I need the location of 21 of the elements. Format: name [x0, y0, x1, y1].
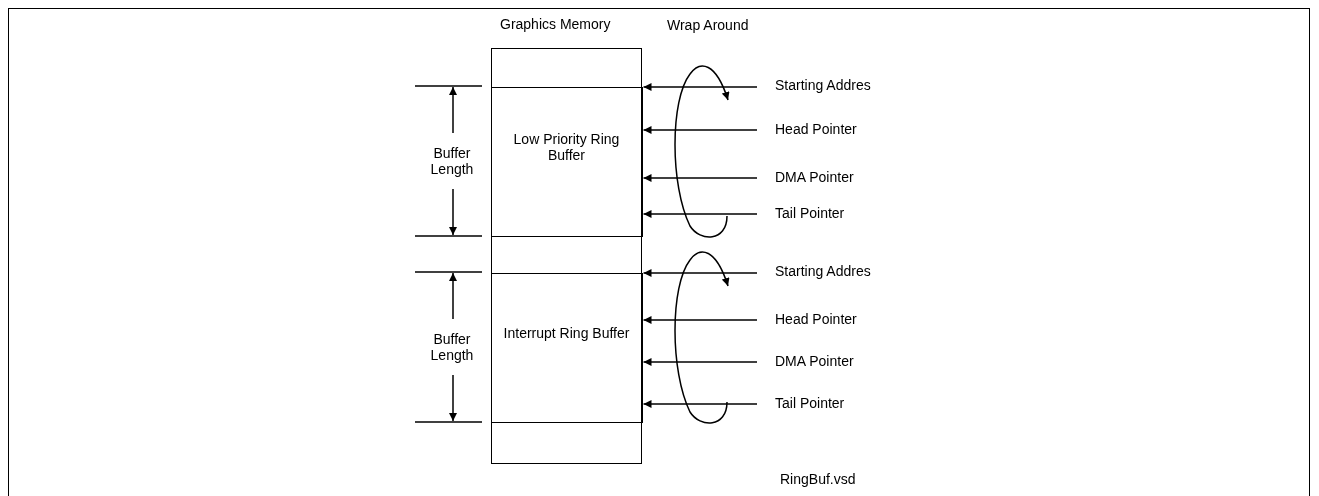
pointer-label: Starting Addres	[775, 77, 871, 93]
pointer-label: Head Pointer	[775, 121, 857, 137]
arrow	[642, 174, 758, 182]
file-name: RingBuf.vsd	[780, 471, 856, 487]
pointer-label: Tail Pointer	[775, 395, 845, 411]
pointer-label: Head Pointer	[775, 311, 857, 327]
pointer-label: DMA Pointer	[775, 169, 854, 185]
buffer-region: Interrupt Ring Buffer	[490, 273, 643, 423]
buffer-region: Low Priority Ring Buffer	[490, 87, 643, 237]
arrow	[642, 126, 758, 134]
arrow	[642, 83, 758, 91]
arrow	[642, 316, 758, 324]
arrow	[642, 269, 758, 277]
annotation-text: Wrap Around	[667, 17, 749, 33]
pointer-label: Starting Addres	[775, 263, 871, 279]
arrow	[642, 358, 758, 366]
pointer-label: Tail Pointer	[775, 205, 845, 221]
arrow	[642, 400, 758, 408]
arrow	[642, 210, 758, 218]
block-heading: Graphics Memory	[500, 16, 611, 32]
pointer-label: DMA Pointer	[775, 353, 854, 369]
